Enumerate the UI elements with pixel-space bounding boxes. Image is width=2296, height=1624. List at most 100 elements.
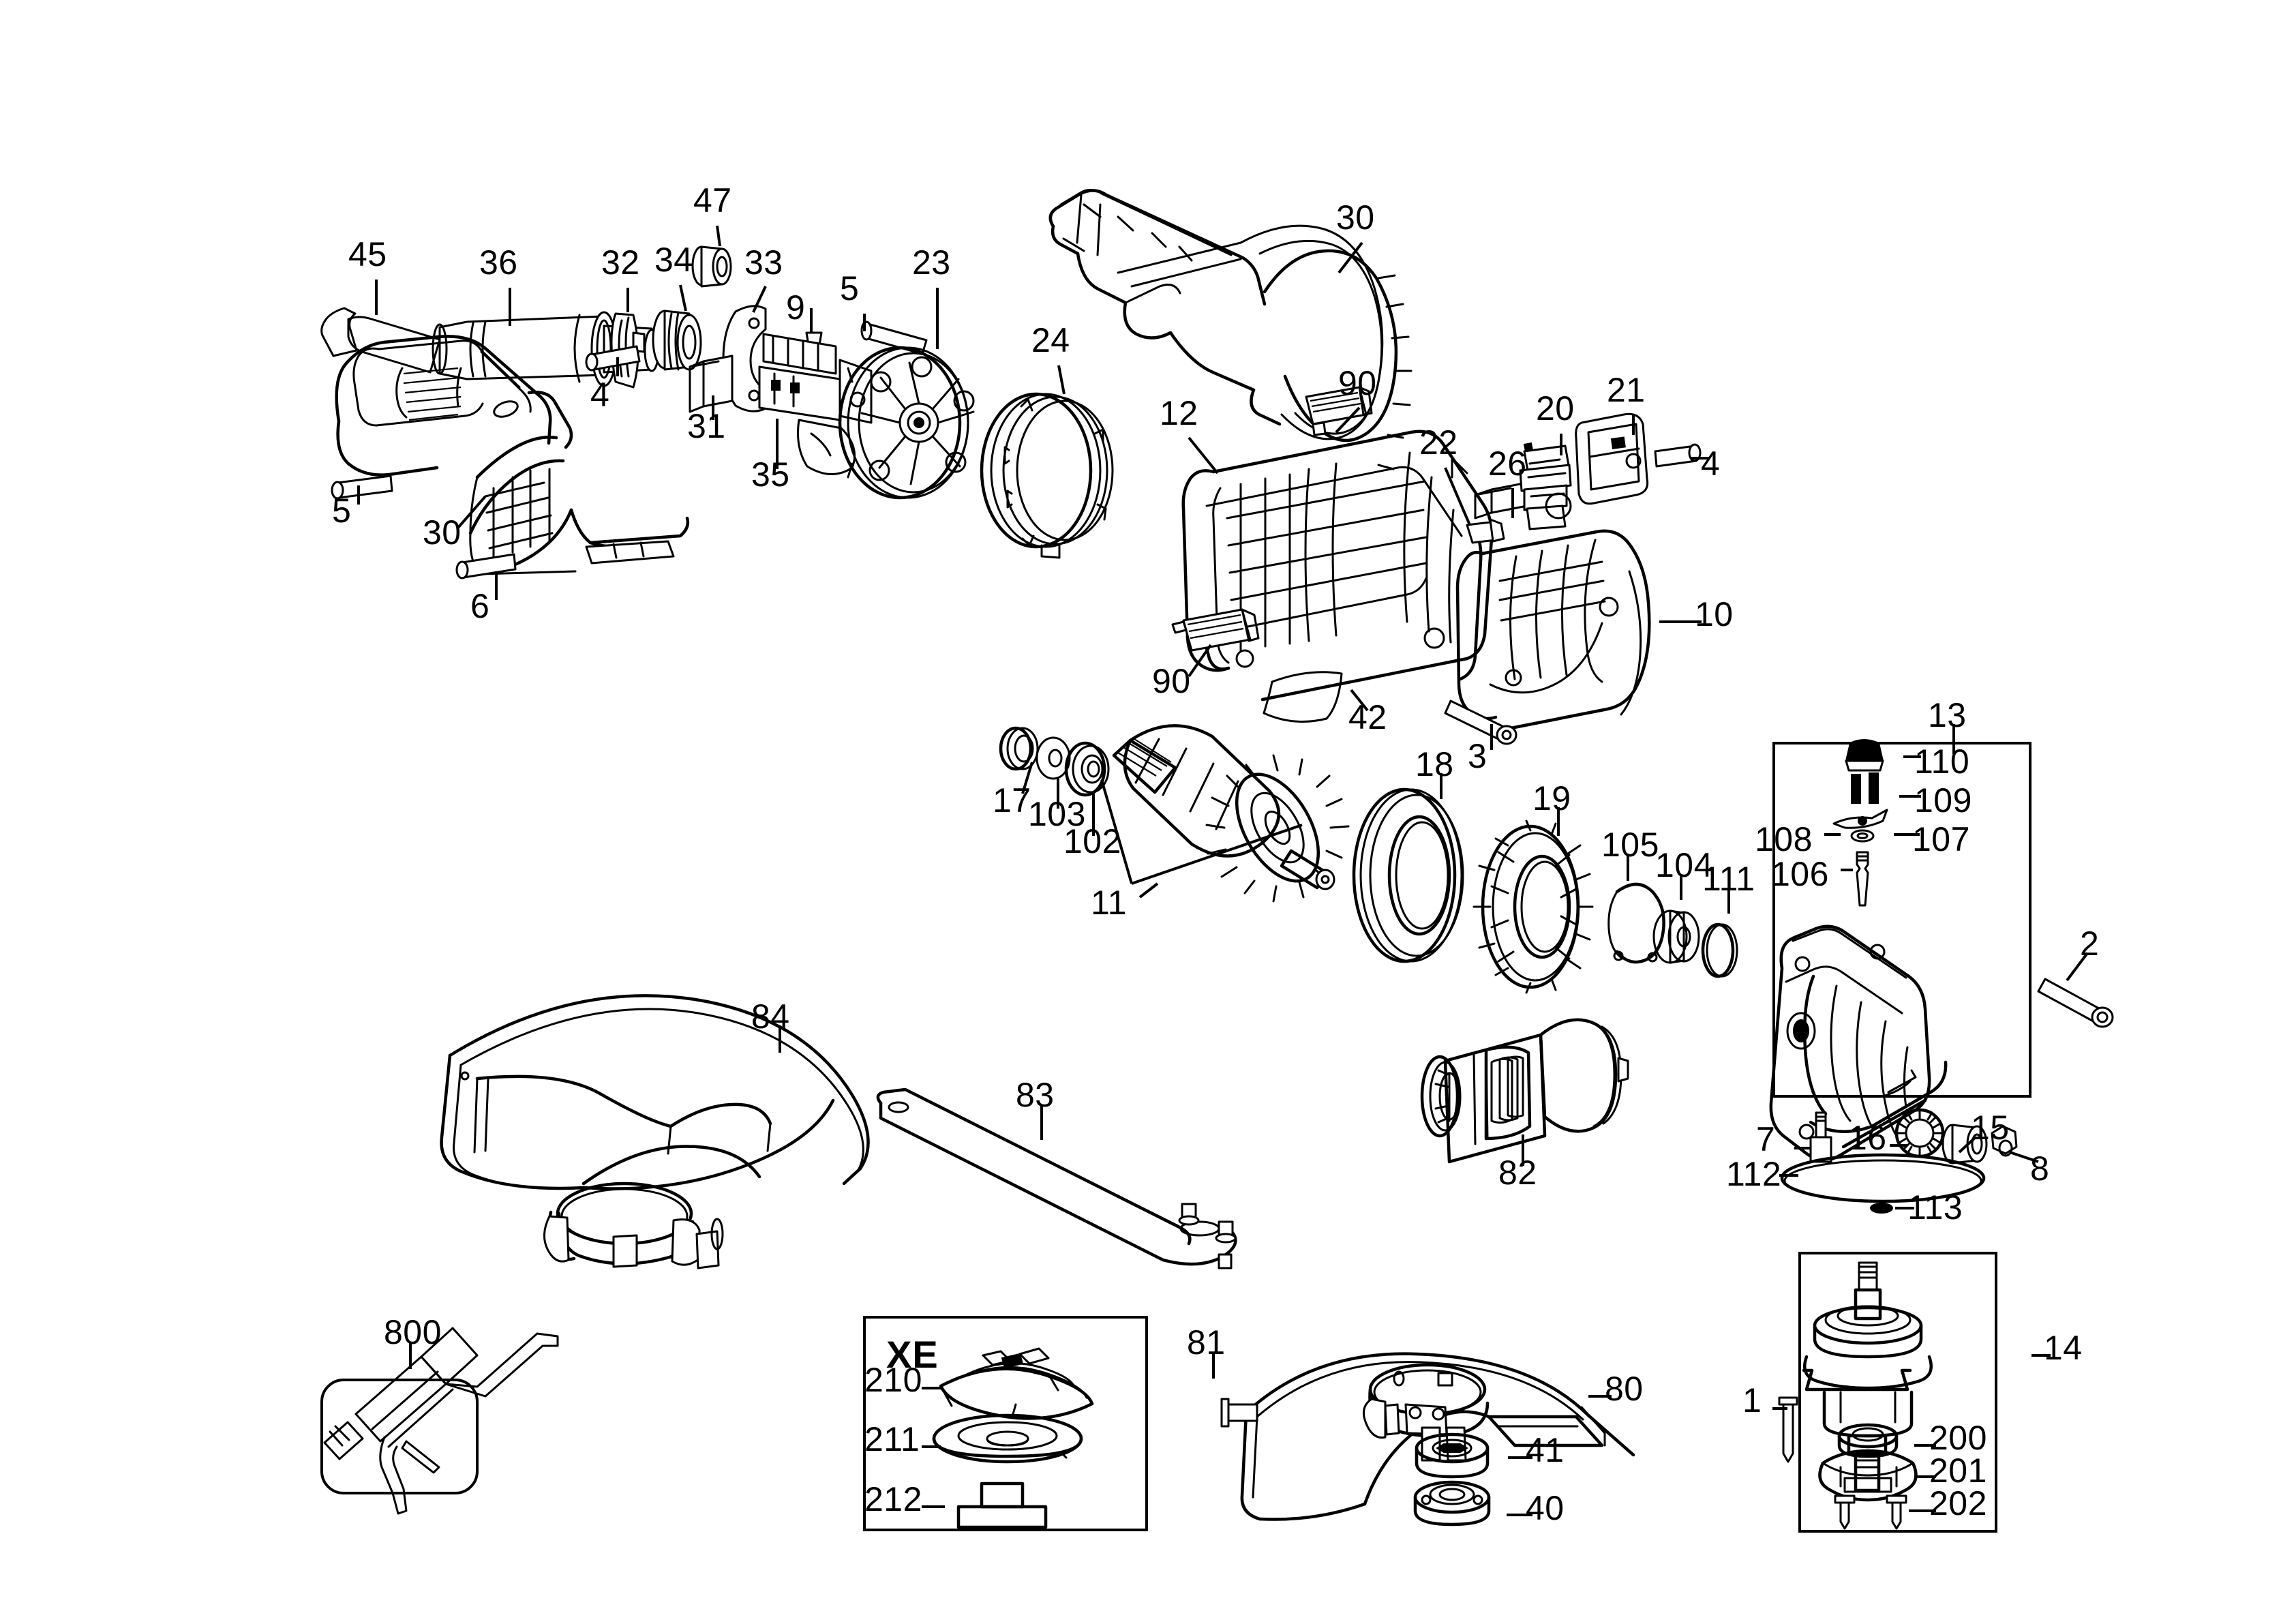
callout-number-40: 40 — [1526, 1489, 1565, 1527]
callout-number-26: 26 — [1488, 445, 1527, 483]
callout-number-7: 7 — [1756, 1120, 1776, 1158]
part-19-stator-ring — [1472, 819, 1594, 994]
part-104-washer — [1652, 909, 1700, 964]
callout-number-107: 107 — [1912, 820, 1970, 858]
part-4-screw-a — [1654, 443, 1702, 468]
part-11-armature — [1112, 724, 1350, 903]
part-42-insulation — [1263, 671, 1343, 723]
part-102-bearing — [1064, 741, 1110, 797]
part-32-clamp — [610, 312, 646, 389]
callout-number-6: 6 — [470, 587, 490, 625]
callout-number-200: 200 — [1929, 1419, 1987, 1457]
part-5-screw-a — [860, 320, 928, 355]
part-2-screw — [2037, 978, 2114, 1028]
part-33-bracket — [722, 305, 767, 412]
callout-number-19: 19 — [1532, 779, 1571, 817]
callout-number-104: 104 — [1655, 846, 1713, 884]
callout-number-30: 30 — [1336, 198, 1375, 237]
part-31-carbon-brush — [689, 355, 734, 413]
callout-number-10: 10 — [1695, 595, 1734, 633]
callout-number-2: 2 — [2080, 924, 2100, 963]
part-21-switch-cover — [1575, 412, 1649, 505]
callout-number-22: 22 — [1419, 423, 1458, 462]
callout-number-113: 113 — [1907, 1188, 1963, 1227]
callout-number-3: 3 — [1468, 737, 1487, 775]
part-81-screw — [1220, 1398, 1258, 1428]
callout-number-112: 112 — [1726, 1155, 1782, 1193]
part-26-block — [1474, 481, 1528, 520]
callout-number-47: 47 — [693, 181, 732, 220]
part-90-connector-b — [1171, 608, 1260, 652]
inset-box-800-grease — [320, 1379, 479, 1494]
callout-number-34: 34 — [654, 241, 693, 279]
part-111-o-ring — [1701, 922, 1738, 978]
part-35-switch-module — [758, 333, 873, 475]
callout-number-800: 800 — [384, 1313, 442, 1351]
part-16-lock-washer — [1894, 1108, 1945, 1158]
part-4-screw-b — [585, 345, 641, 372]
part-80-cutoff-guard — [1240, 1352, 1635, 1521]
callout-number-201: 201 — [1929, 1452, 1987, 1490]
xe-variant-label: XE — [886, 1333, 939, 1376]
part-105-retaining-ring — [1607, 882, 1665, 964]
callout-number-90: 90 — [1152, 662, 1191, 700]
callout-number-105: 105 — [1601, 826, 1659, 864]
callout-number-4: 4 — [590, 376, 610, 414]
part-23-baffle — [838, 346, 975, 500]
part-103-washer — [1036, 736, 1071, 780]
callout-number-21: 21 — [1607, 371, 1646, 409]
part-17-bearing — [999, 726, 1039, 771]
callout-number-16: 16 — [1848, 1119, 1887, 1157]
callout-number-110: 110 — [1914, 742, 1970, 781]
callout-number-80: 80 — [1605, 1370, 1644, 1408]
callout-number-109: 109 — [1914, 781, 1972, 819]
part-36-handle-grip — [432, 311, 660, 387]
part-22-terminal — [1466, 518, 1505, 544]
part-24-baffle-ring — [980, 392, 1114, 559]
callout-number-9: 9 — [786, 288, 806, 327]
part-18-fan-baffle — [1352, 787, 1464, 963]
part-40-backing-flange — [1413, 1480, 1491, 1527]
part-7-spindle-lock-pin — [1809, 1111, 1832, 1163]
inset-box-xe-variant — [863, 1316, 1148, 1531]
callout-number-212: 212 — [864, 1480, 922, 1518]
callout-number-45: 45 — [348, 235, 387, 273]
callout-number-11: 11 — [1091, 884, 1127, 922]
part-20-switch — [1519, 442, 1572, 530]
part-34-bushing — [652, 310, 702, 371]
callout-number-8: 8 — [2030, 1149, 2050, 1188]
callout-number-17: 17 — [993, 781, 1031, 819]
callout-number-202: 202 — [1929, 1484, 1987, 1522]
inset-box-14-gearbox-kit — [1798, 1252, 1997, 1533]
callout-number-111: 111 — [1702, 860, 1755, 898]
inset-box-13-gear-case — [1772, 742, 2031, 1098]
callout-number-211: 211 — [864, 1420, 920, 1458]
callout-number-102: 102 — [1063, 822, 1121, 860]
part-82-side-handle — [1420, 1018, 1629, 1164]
part-84-guard — [440, 994, 870, 1269]
callout-number-42: 42 — [1348, 698, 1387, 736]
callout-number-83: 83 — [1016, 1076, 1055, 1114]
callout-number-82: 82 — [1498, 1154, 1537, 1192]
callout-number-84: 84 — [751, 997, 790, 1036]
callout-number-4: 4 — [1701, 445, 1721, 483]
callout-number-14: 14 — [2044, 1329, 2083, 1367]
part-113-o-ring-small — [1870, 1203, 1893, 1214]
part-1-screw — [1778, 1396, 1798, 1463]
callout-number-30: 30 — [423, 513, 462, 552]
part-45-handle-tip — [320, 307, 441, 374]
callout-number-13: 13 — [1928, 696, 1967, 734]
part-6-screw — [455, 553, 517, 580]
callout-number-103: 103 — [1028, 795, 1086, 833]
callout-number-23: 23 — [912, 243, 951, 282]
callout-number-41: 41 — [1526, 1431, 1565, 1469]
callout-number-5: 5 — [840, 269, 860, 307]
callout-number-81: 81 — [1187, 1323, 1226, 1362]
callout-number-5: 5 — [332, 492, 352, 530]
callout-number-1: 1 — [1742, 1381, 1762, 1419]
callout-number-90: 90 — [1338, 364, 1377, 402]
callout-number-32: 32 — [601, 243, 640, 282]
callout-number-18: 18 — [1415, 745, 1454, 783]
callout-number-24: 24 — [1031, 321, 1070, 359]
